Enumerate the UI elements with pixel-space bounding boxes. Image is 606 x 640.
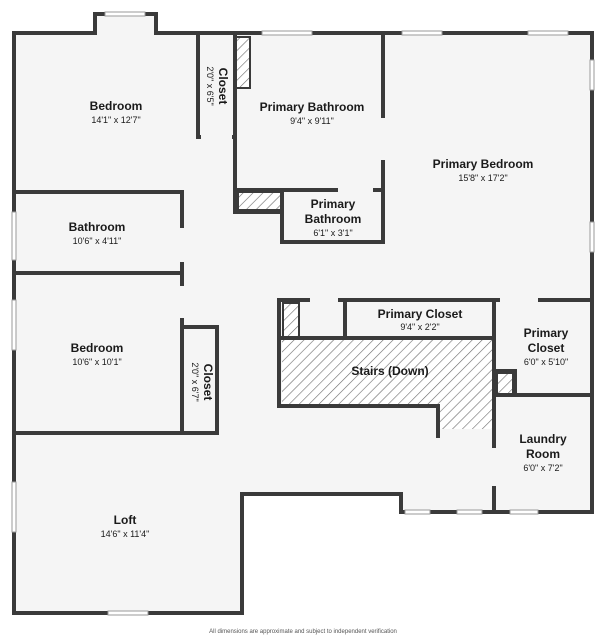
svg-text:Bathroom: Bathroom — [69, 220, 126, 234]
room-label-primary-bathroom-2: Primary Bathroom 6'1" x 3'1" — [305, 197, 362, 238]
svg-text:10'6" x 10'1": 10'6" x 10'1" — [72, 357, 121, 367]
room-label-closet-2: Closet 2'0" x 6'7" — [190, 362, 215, 401]
room-label-primary-bedroom: Primary Bedroom 15'8" x 17'2" — [433, 157, 534, 183]
svg-text:2'0" x 6'5": 2'0" x 6'5" — [205, 66, 215, 105]
chase-hatch-3 — [282, 302, 300, 338]
floor-area — [14, 14, 592, 613]
svg-text:14'6" x 11'4": 14'6" x 11'4" — [101, 529, 150, 539]
chase-hatch-1 — [235, 36, 251, 89]
svg-text:10'6" x 4'11": 10'6" x 4'11" — [73, 236, 122, 246]
svg-text:Bedroom: Bedroom — [90, 99, 143, 113]
svg-text:Laundry: Laundry — [519, 432, 567, 446]
room-label-primary-bathroom: Primary Bathroom 9'4" x 9'11" — [260, 100, 365, 126]
chase-hatch-4 — [496, 372, 514, 395]
room-label-laundry: Laundry Room 6'0" x 7'2" — [519, 432, 567, 473]
svg-text:Stairs (Down): Stairs (Down) — [351, 364, 428, 378]
stairs-hatch — [282, 340, 494, 429]
svg-text:6'0" x 7'2": 6'0" x 7'2" — [523, 463, 562, 473]
svg-text:Closet: Closet — [216, 68, 230, 105]
svg-text:15'8" x 17'2": 15'8" x 17'2" — [458, 173, 507, 183]
svg-text:Bedroom: Bedroom — [71, 341, 124, 355]
svg-text:Primary: Primary — [311, 197, 356, 211]
svg-text:6'0" x 5'10": 6'0" x 5'10" — [524, 357, 568, 367]
room-label-closet-1: Closet 2'0" x 6'5" — [205, 66, 230, 105]
svg-text:9'4" x 2'2": 9'4" x 2'2" — [400, 322, 439, 332]
exterior-wall — [12, 12, 594, 615]
svg-text:6'1" x 3'1": 6'1" x 3'1" — [313, 228, 352, 238]
windows — [11, 11, 595, 616]
svg-text:Primary: Primary — [524, 326, 569, 340]
chase-hatch-2 — [237, 191, 283, 211]
svg-text:Primary Closet: Primary Closet — [378, 307, 463, 321]
disclaimer-text: All dimensions are approximate and subje… — [209, 629, 397, 635]
room-label-stairs: Stairs (Down) — [351, 364, 428, 378]
svg-text:Closet: Closet — [528, 341, 565, 355]
svg-text:Closet: Closet — [201, 364, 215, 401]
svg-text:Bathroom: Bathroom — [305, 212, 362, 226]
svg-text:9'4" x 9'11": 9'4" x 9'11" — [290, 116, 334, 126]
room-label-bedroom-2: Bedroom 10'6" x 10'1" — [71, 341, 124, 367]
svg-text:Loft: Loft — [114, 513, 137, 527]
svg-text:2'0" x 6'7": 2'0" x 6'7" — [190, 362, 200, 401]
svg-text:Primary Bedroom: Primary Bedroom — [433, 157, 534, 171]
room-label-primary-closet-2: Primary Closet 6'0" x 5'10" — [524, 326, 569, 367]
room-label-primary-closet: Primary Closet 9'4" x 2'2" — [378, 307, 463, 332]
svg-text:Room: Room — [526, 447, 560, 461]
room-label-bedroom-1: Bedroom 14'1" x 12'7" — [90, 99, 143, 125]
room-label-loft: Loft 14'6" x 11'4" — [101, 513, 150, 539]
svg-text:14'1" x 12'7": 14'1" x 12'7" — [91, 115, 140, 125]
door-openings — [179, 118, 538, 486]
room-label-bathroom: Bathroom 10'6" x 4'11" — [69, 220, 126, 246]
svg-text:Primary Bathroom: Primary Bathroom — [260, 100, 365, 114]
